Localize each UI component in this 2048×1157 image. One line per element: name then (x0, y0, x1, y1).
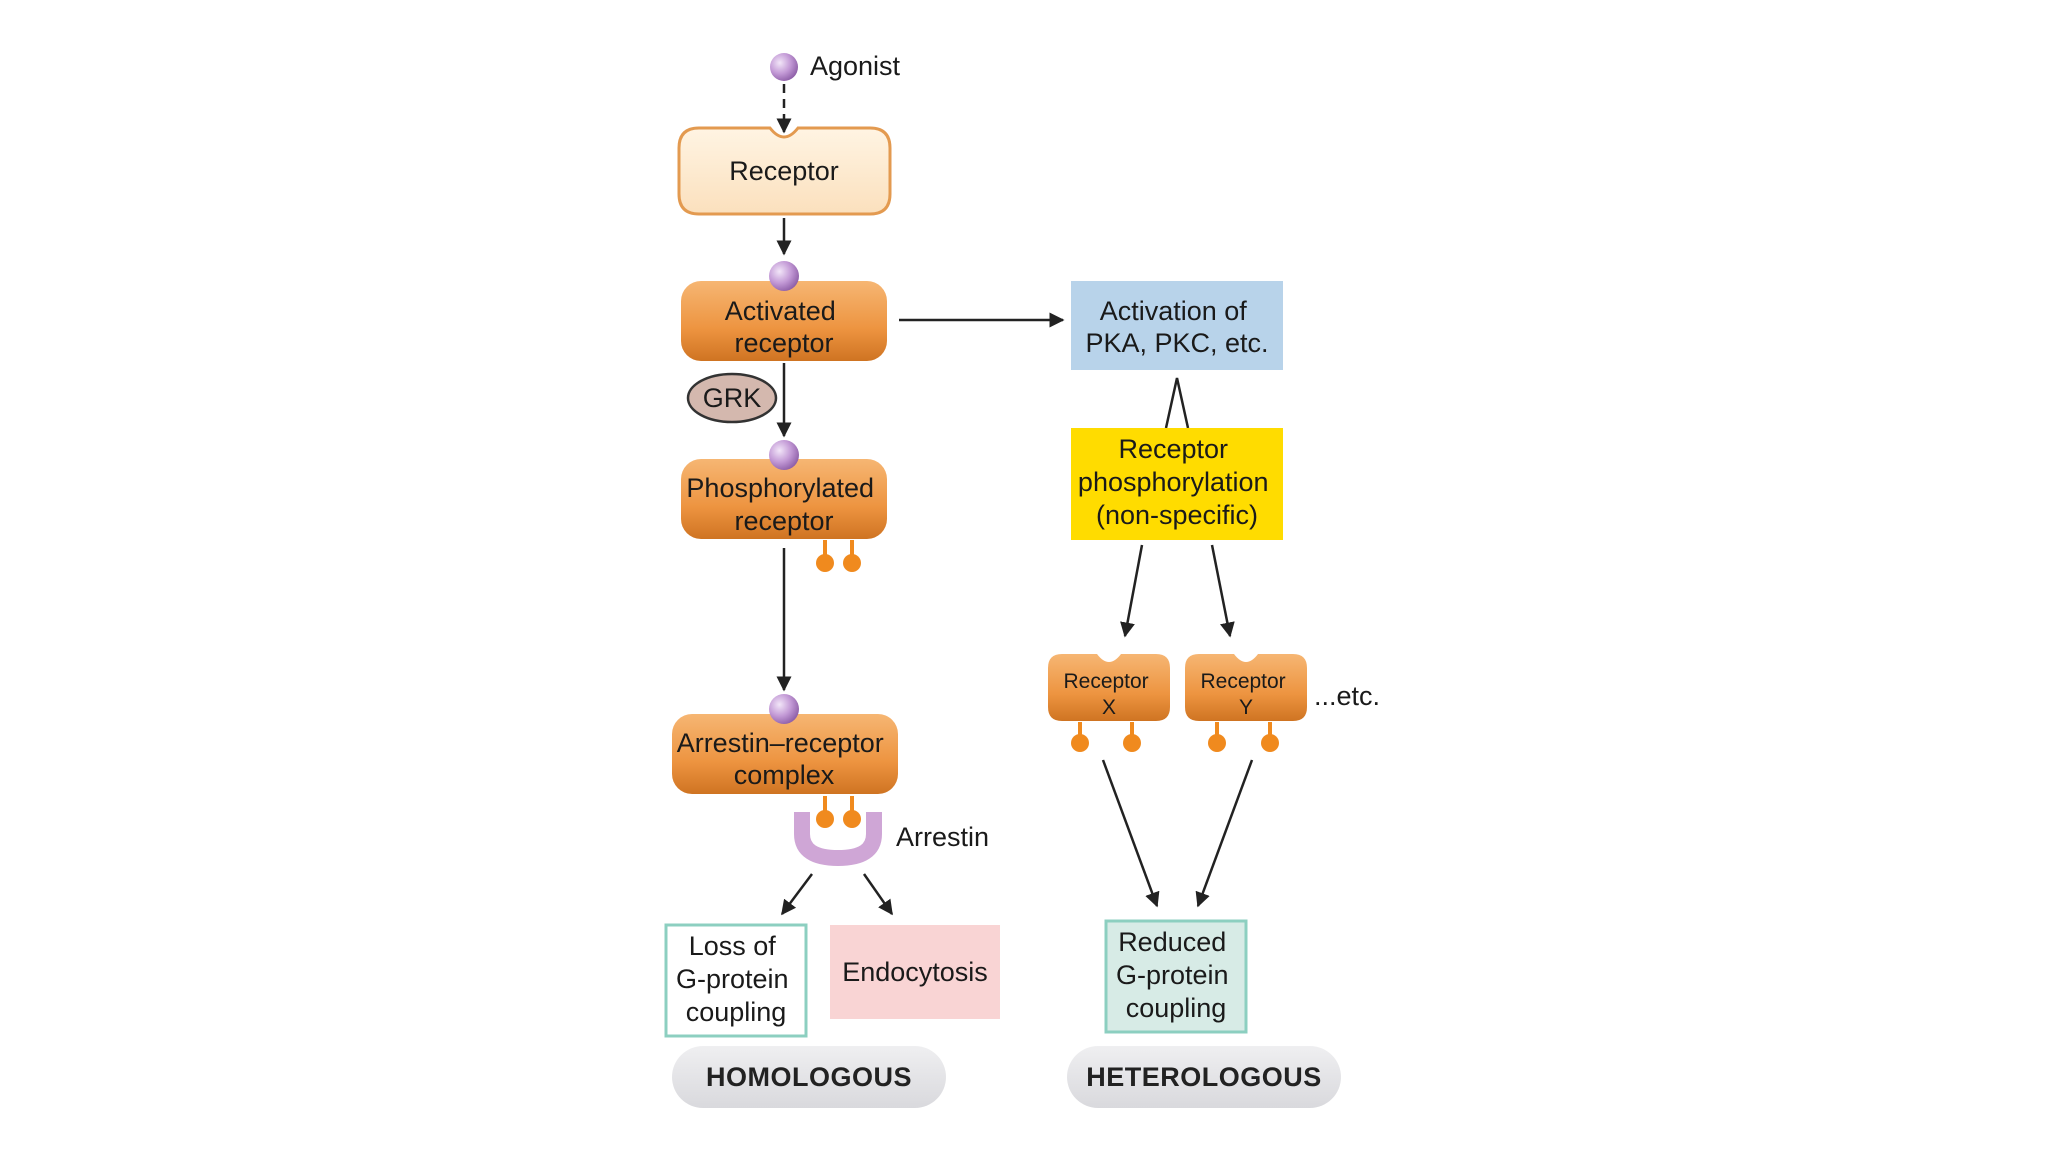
to-endocytosis-arrow (862, 873, 894, 916)
receptor-y-box (1185, 654, 1307, 721)
reduced-coupling-box (1104, 919, 1248, 1034)
to-receptor-y-arrow (1210, 544, 1235, 638)
phosphorylated-receptor-label: Phosphorylated receptor (686, 473, 881, 536)
grk-enzyme (686, 372, 778, 424)
agonist-ball-icon (769, 261, 799, 291)
nonspecific-phosphorylation-label: Receptor phosphorylation (non-specific) (1078, 434, 1276, 530)
loss-of-coupling-box (664, 923, 808, 1038)
homologous-pill (672, 1046, 946, 1108)
arrestin-receptor-complex-label: Arrestin–receptor complex (677, 728, 892, 790)
homologous-label: HOMOLOGOUS (706, 1062, 912, 1092)
heterologous-label: HETEROLOGOUS (1086, 1062, 1322, 1092)
receptor-x-label: Receptor X (1063, 670, 1154, 719)
etc-label: ...etc. (1314, 681, 1380, 711)
phosphate-group-icon (1071, 722, 1141, 752)
phosphate-group-icon (1208, 722, 1279, 752)
to-loss-of-coupling-arrow (781, 873, 813, 916)
receptor-label: Receptor (729, 156, 839, 186)
receptor-box (677, 126, 892, 216)
to-receptor-x-arrow (1120, 544, 1144, 638)
heterologous-pill (1067, 1046, 1341, 1108)
grk-label: GRK (703, 383, 762, 413)
nonspecific-phosphorylation-box (1071, 428, 1283, 540)
agonist-ball-icon (769, 694, 799, 724)
kinase-to-phosphorylation-connector (1164, 377, 1190, 429)
agonist-label: Agonist (810, 51, 901, 81)
endocytosis-label: Endocytosis (842, 957, 988, 987)
receptor-y-label: Receptor Y (1200, 670, 1291, 719)
kinase-activation-label: Activation of PKA, PKC, etc. (1085, 296, 1268, 358)
kinase-activation-box (1071, 281, 1283, 370)
arrestin-label: Arrestin (896, 822, 989, 852)
activated-receptor-label: Activated receptor (725, 296, 844, 358)
loss-of-coupling-label: Loss of G-protein coupling (676, 931, 796, 1027)
phosphorylated-receptor-box (681, 459, 887, 539)
arrestin-icon (794, 812, 882, 867)
reduced-coupling-label: Reduced G-protein coupling (1116, 927, 1236, 1023)
endocytosis-box (830, 925, 1000, 1019)
agonist-ball-icon (770, 53, 798, 81)
receptor-x-box (1048, 654, 1170, 721)
phosphate-group-icon (816, 540, 861, 572)
agonist-ball-icon (769, 440, 799, 470)
receptor-y-to-reduced-arrow (1195, 759, 1254, 908)
arrestin-receptor-complex-box (672, 714, 898, 794)
receptor-x-to-reduced-arrow (1101, 759, 1160, 908)
activated-receptor-box (681, 281, 887, 361)
phosphate-group-icon (816, 796, 861, 828)
